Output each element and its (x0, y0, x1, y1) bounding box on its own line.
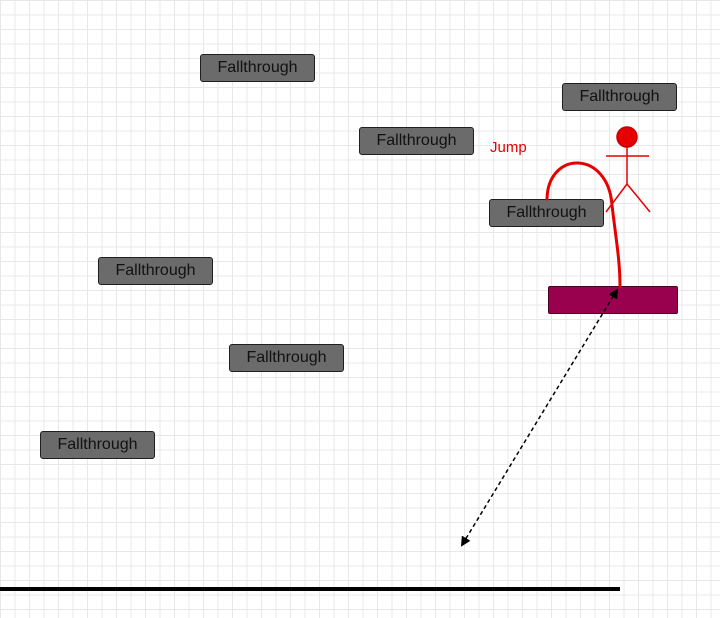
stick-figure-right-leg (626, 183, 651, 213)
fallthrough-platform-3[interactable]: Fallthrough (359, 127, 474, 155)
fallthrough-platform-7[interactable]: Fallthrough (40, 431, 155, 459)
fallthrough-platform-4[interactable]: Fallthrough (489, 199, 604, 227)
fallthrough-platform-1[interactable]: Fallthrough (200, 54, 315, 82)
fallthrough-platform-6[interactable]: Fallthrough (229, 344, 344, 372)
stick-figure-icon[interactable] (605, 126, 651, 213)
stick-figure-left-leg (605, 183, 628, 213)
stick-figure-head (616, 126, 638, 148)
moving-solid-platform[interactable] (548, 286, 678, 314)
fallthrough-platform-5[interactable]: Fallthrough (98, 257, 213, 285)
ground-line (0, 587, 620, 591)
movement-arrow (460, 288, 619, 547)
fallthrough-platform-2[interactable]: Fallthrough (562, 83, 677, 111)
jump-label: Jump (490, 139, 527, 156)
